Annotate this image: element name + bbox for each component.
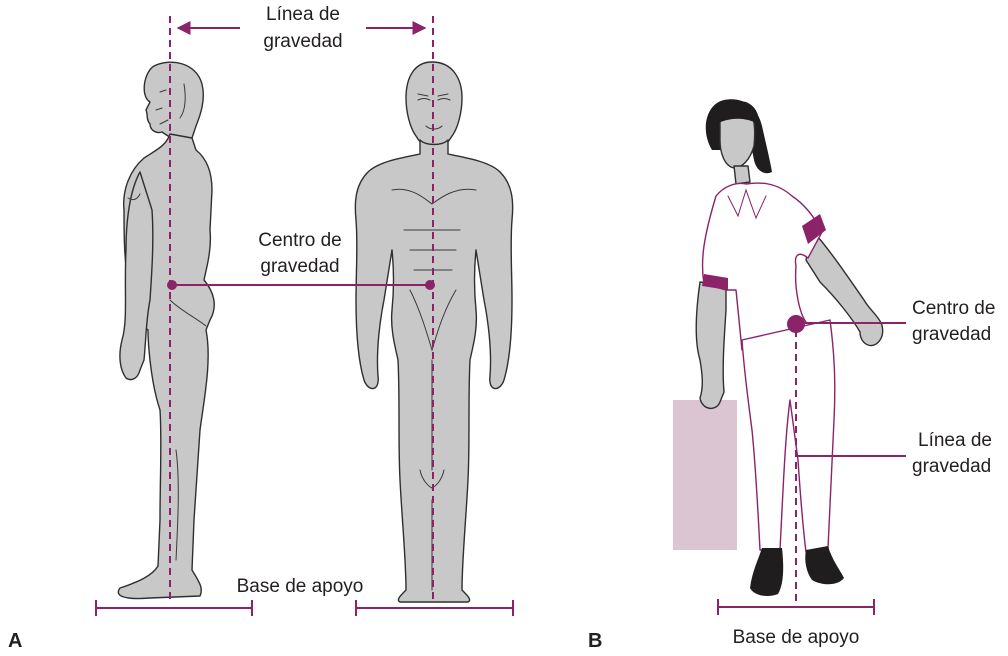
center-of-gravity-dot-side	[167, 280, 177, 290]
line-of-gravity-label-line1: Línea de	[266, 4, 340, 25]
side-view-figure	[118, 62, 214, 598]
panel-letter-a: A	[8, 630, 22, 652]
base-of-support-label-b: Base de apoyo	[733, 627, 860, 648]
base-of-support-label-a: Base de apoyo	[237, 576, 364, 597]
center-of-gravity-label-b-line2: gravedad	[912, 324, 991, 345]
panel-letter-b: B	[588, 630, 602, 652]
center-of-gravity-label-line1: Centro de	[258, 230, 341, 251]
center-of-gravity-label-b-line1: Centro de	[912, 298, 995, 319]
center-of-gravity-dot-front	[425, 280, 435, 290]
center-of-gravity-label-line2: gravedad	[260, 256, 339, 277]
base-of-support-b	[718, 599, 874, 615]
line-of-gravity-label-b-line1: Línea de	[918, 430, 992, 451]
line-of-gravity-label-b-line2: gravedad	[912, 456, 991, 477]
carried-box	[673, 400, 737, 550]
line-of-gravity-label-line2: gravedad	[263, 31, 342, 52]
woman-figure	[673, 99, 883, 596]
base-of-support-side	[96, 600, 252, 616]
